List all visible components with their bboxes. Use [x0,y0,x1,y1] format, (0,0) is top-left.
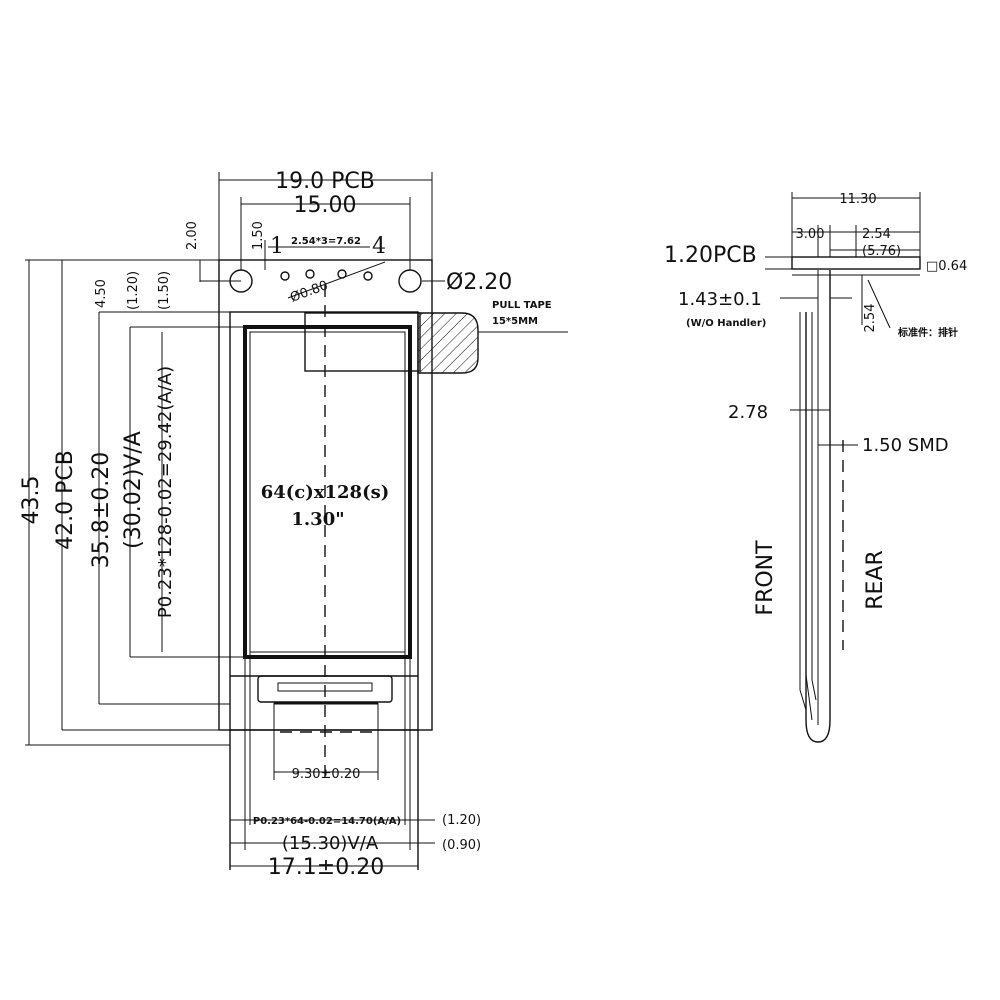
dim-offset-450: 4.50 [94,279,109,308]
side-dim-pin-len: 3.00 [796,227,825,242]
dim-pin-pitch: 2.54*3=7.62 [291,236,361,247]
pin-hole [305,269,315,279]
pull-tape-tab [417,312,479,374]
dim-width-glass: 17.1±0.20 [268,855,384,880]
dim-fpc-width: 9.30±0.20 [292,767,361,782]
dim-aa-width: 15.00 [294,193,357,218]
pull-tape-size: 15*5MM [492,316,538,327]
pin-hole [280,271,290,281]
side-dim-thk-nohandle: 1.43±0.1 [678,289,762,310]
display-resolution: 64(c)x128(s) [261,482,390,503]
dim-height-glass: 35.8±0.20 [89,452,114,568]
side-no-handle: (W/O Handler) [686,318,766,329]
pull-tape-inner [304,312,421,372]
dim-height-pcb: 42.0 PCB [53,450,78,550]
side-body [805,270,831,743]
front-view: 19.0 PCB 15.00 2.00 1.50 1 4 2.54*3=7.62… [19,169,568,880]
pin-hole [363,271,373,281]
dim-pcb-width: 19.0 PCB [275,169,375,194]
dim-width-va-offset: (0.90) [442,838,481,853]
side-dim-pin-v: 2.54 [863,304,878,333]
side-dim-thk-total: 2.78 [728,402,768,423]
dim-width-aa-offset: (1.20) [442,813,481,828]
side-rear-label: REAR [863,550,888,610]
side-front-label: FRONT [753,540,778,616]
side-dim-width: 11.30 [839,192,876,207]
side-dim-smd: 1.50 SMD [862,435,949,456]
dim-width-aa: P0.23*64-0.02=14.70(A/A) [253,816,401,827]
dim-pin-dia: Ø0.80 [288,278,330,305]
side-dim-pin-sq: □0.64 [926,259,967,274]
side-view: 11.30 3.00 2.54 (5.76) 1.20PCB □0.64 1.4… [664,192,967,743]
side-dim-pcb-thk: 1.20PCB [664,243,757,268]
pin-4-label: 4 [372,234,386,259]
glass-outline [229,311,419,731]
dim-hole-dia: Ø2.20 [446,270,512,295]
dim-width-va: (15.30)V/A [282,833,379,854]
mounting-hole-right [398,269,422,293]
display-diagonal: 1.30" [291,509,344,530]
dim-height-aa: P0.23*128-0.02=29.42(A/A) [155,366,176,618]
view-area [243,325,412,659]
dim-offset-150: (1.50) [157,271,172,310]
dim-top-offset: 2.00 [185,221,200,250]
dim-height-va: (30.02)V/A [121,431,146,549]
dim-pin-offset: 1.50 [251,221,266,250]
dim-height-total: 43.5 [19,476,44,525]
side-std-part: 标准件：排针 [897,326,958,339]
side-dim-pin-total: (5.76) [862,244,901,259]
pin-1-label: 1 [270,234,284,259]
side-dim-pin-pitch: 2.54 [862,227,891,242]
dim-offset-120: (1.20) [126,271,141,310]
pull-tape-label: PULL TAPE [492,300,552,311]
active-area [249,331,406,653]
